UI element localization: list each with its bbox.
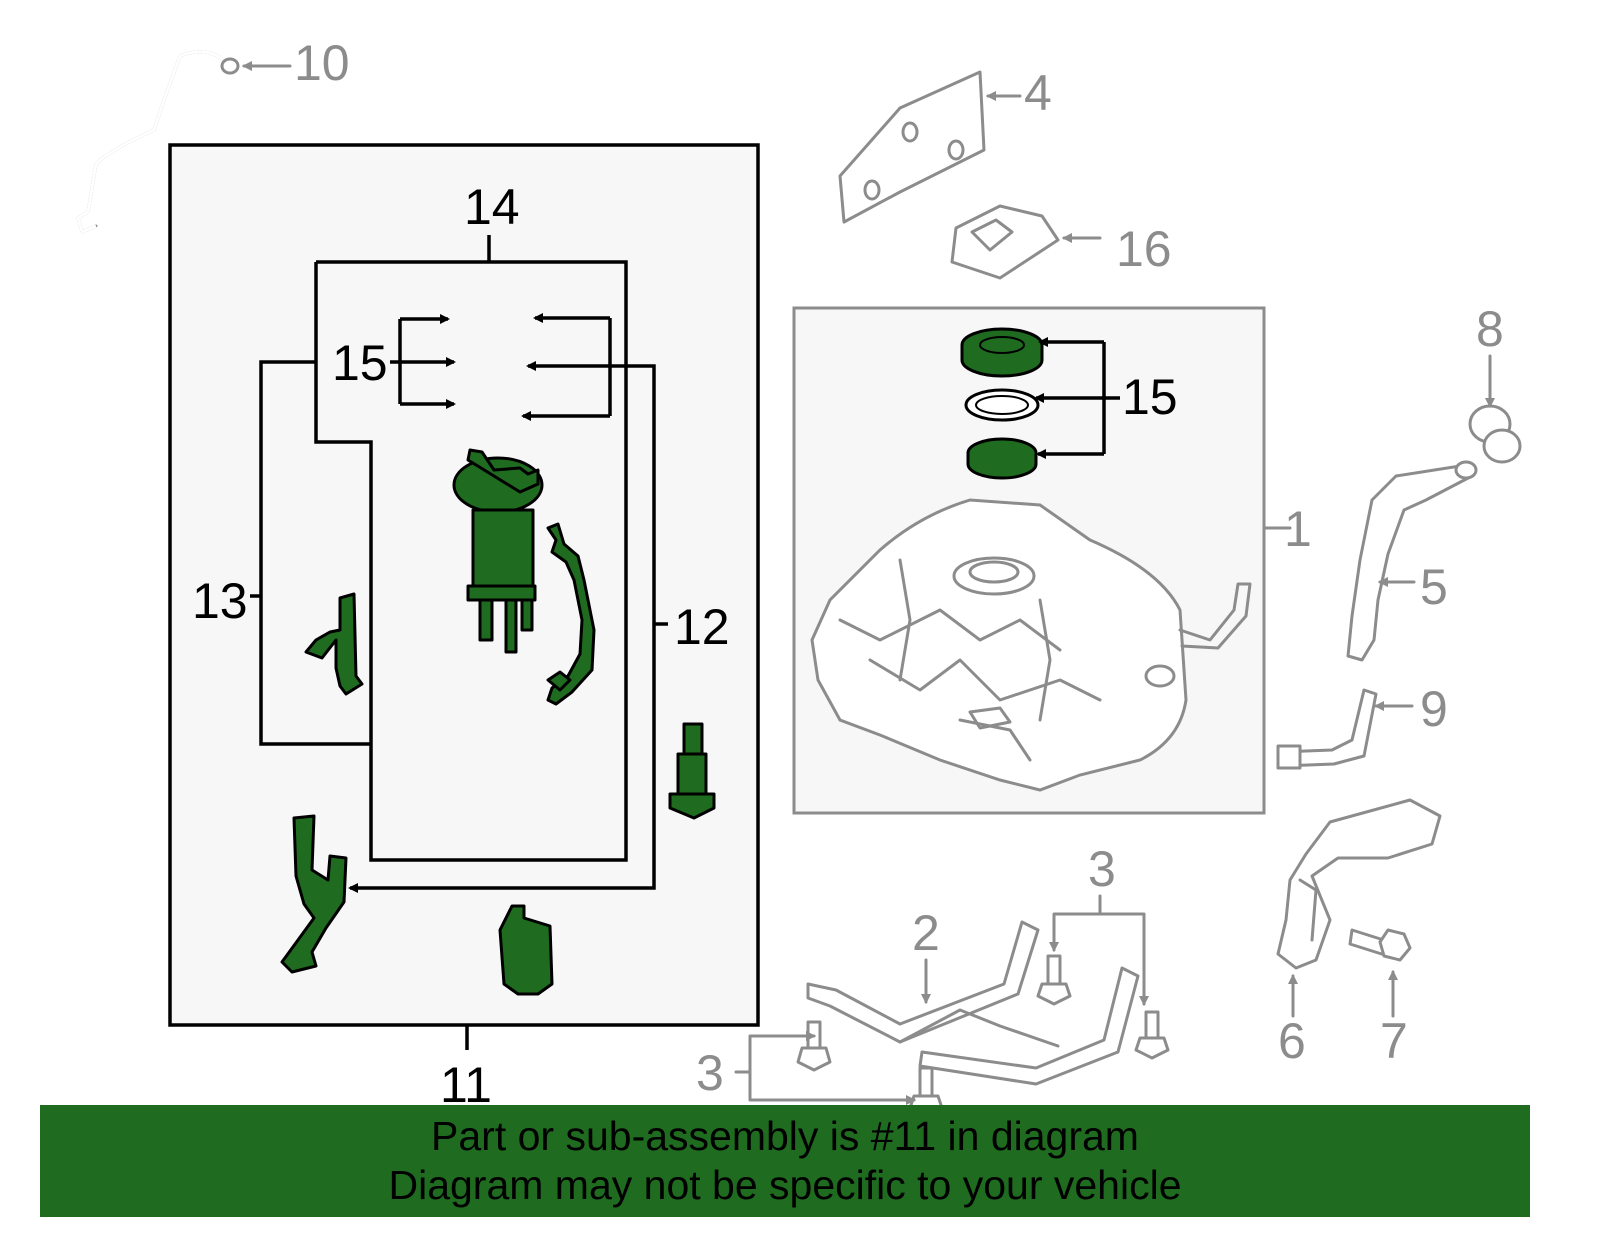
callout-15-left-arrows (390, 314, 456, 409)
filler-neck-5-part[interactable] (1346, 460, 1478, 662)
sub-assembly-14-outline (314, 235, 628, 862)
label-9: 9 (1420, 681, 1448, 737)
label-15-tank: 15 (1122, 369, 1178, 425)
callout-15-right-arrows (521, 313, 626, 421)
banner-line-1: Part or sub-assembly is #11 in diagram (431, 1113, 1139, 1159)
strainer-part[interactable] (498, 904, 554, 996)
label-15-assembly: 15 (332, 335, 388, 391)
label-3-left: 3 (696, 1045, 724, 1101)
tank-seal-rings-part[interactable] (960, 327, 1044, 480)
callout-15-tank-arrows (1034, 337, 1120, 459)
label-13: 13 (192, 573, 248, 629)
sender-arm-12-part[interactable] (280, 814, 348, 974)
label-5: 5 (1420, 559, 1448, 615)
label-4: 4 (1024, 65, 1052, 121)
heat-shield-16-part[interactable] (950, 204, 1102, 280)
fuel-line-10-part[interactable] (76, 50, 292, 234)
wiring-harness-part[interactable] (546, 522, 596, 706)
fuel-filter-part[interactable] (668, 722, 716, 820)
label-3-top: 3 (1088, 841, 1116, 897)
filler-cap-8-part[interactable] (1468, 354, 1522, 464)
label-14: 14 (464, 179, 520, 235)
label-1: 1 (1284, 501, 1312, 557)
bolt-7-part[interactable] (1348, 928, 1412, 1018)
label-6: 6 (1278, 1013, 1306, 1069)
label-16: 16 (1116, 221, 1172, 277)
assembly-11-box (168, 143, 760, 1050)
sub-assembly-13-outline (250, 360, 371, 746)
label-12: 12 (674, 599, 730, 655)
bolts-3-part[interactable] (734, 894, 1170, 1118)
heat-shield-4-part[interactable] (838, 70, 1022, 224)
label-2: 2 (912, 905, 940, 961)
info-banner: Part or sub-assembly is #11 in diagram D… (40, 1105, 1530, 1217)
fuel-pump-module-part[interactable] (452, 448, 544, 654)
banner-line-2: Diagram may not be specific to your vehi… (388, 1162, 1182, 1208)
sender-bracket-13-part[interactable] (304, 592, 364, 696)
sub-assembly-12-outline (348, 364, 668, 893)
fuel-tank-part[interactable] (810, 498, 1252, 792)
strap-2-part[interactable] (806, 920, 1140, 1086)
breather-hose-9-part[interactable] (1276, 688, 1414, 770)
label-8: 8 (1476, 301, 1504, 357)
protector-6-part[interactable] (1276, 798, 1442, 1018)
label-7: 7 (1380, 1013, 1408, 1069)
label-10: 10 (294, 35, 350, 91)
label-11: 11 (440, 1057, 492, 1113)
